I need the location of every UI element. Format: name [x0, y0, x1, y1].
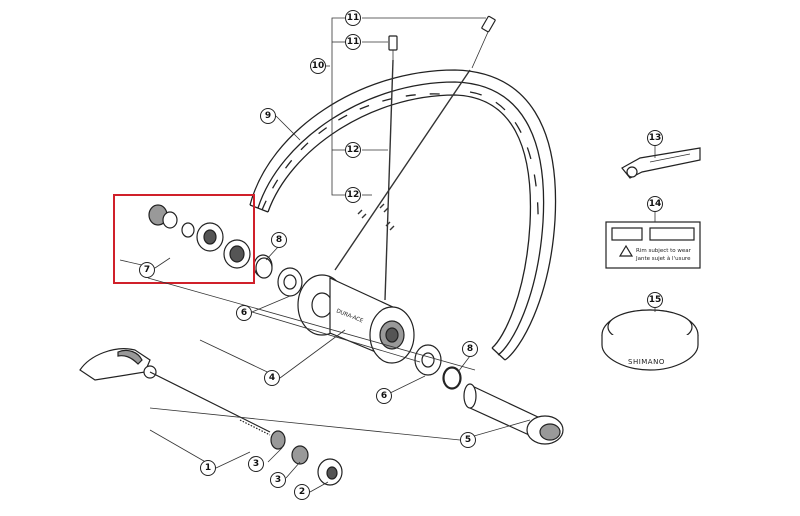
- o-ring-left: [255, 257, 273, 279]
- callout-12a: 12: [345, 142, 361, 158]
- callout-7: 7: [139, 262, 155, 278]
- svg-text:9: 9: [265, 111, 271, 121]
- spoke-nipples: [388, 15, 496, 69]
- rim: [249, 69, 557, 361]
- callout-6a: 6: [236, 305, 252, 321]
- svg-text:5: 5: [465, 435, 471, 445]
- hub-body: DURA-ACE: [297, 274, 415, 364]
- svg-text:13: 13: [649, 133, 662, 143]
- freehub-body: [463, 383, 564, 445]
- svg-text:6: 6: [381, 391, 387, 401]
- svg-text:6: 6: [241, 308, 247, 318]
- rim-tape-brand: SHIMANO: [628, 358, 665, 366]
- rim-tape: SHIMANO: [601, 309, 699, 371]
- svg-text:11: 11: [347, 37, 360, 47]
- callout-6b: 6: [376, 388, 392, 404]
- callout-8b: 8: [462, 341, 478, 357]
- callout-2: 2: [294, 484, 310, 500]
- quick-release: [79, 348, 343, 486]
- svg-text:7: 7: [144, 265, 150, 275]
- callout-11a: 11: [345, 10, 361, 26]
- svg-text:8: 8: [276, 235, 282, 245]
- svg-text:2: 2: [299, 487, 305, 497]
- svg-text:12: 12: [347, 145, 360, 155]
- callout-13: 13: [647, 130, 663, 146]
- label-sticker: Rim subject to wear Jante sujet à l'usur…: [605, 221, 701, 269]
- svg-text:14: 14: [649, 199, 662, 209]
- spoke-wrench: [621, 147, 701, 179]
- svg-text:10: 10: [312, 61, 325, 71]
- label-line1: Rim subject to wear: [636, 248, 692, 254]
- callout-9: 9: [260, 108, 276, 124]
- label-line2: Jante sujet à l'usure: [635, 255, 691, 262]
- highlight-box: [113, 194, 255, 284]
- callout-15: 15: [647, 292, 663, 308]
- svg-text:15: 15: [649, 295, 662, 305]
- callout-8a: 8: [271, 232, 287, 248]
- svg-text:8: 8: [467, 344, 473, 354]
- callout-14: 14: [647, 196, 663, 212]
- callout-4: 4: [264, 370, 280, 386]
- callout-1: 1: [200, 460, 216, 476]
- o-ring-right: [443, 367, 461, 389]
- svg-text:4: 4: [269, 373, 275, 383]
- spokes: [334, 59, 471, 301]
- svg-text:1: 1: [205, 463, 211, 473]
- callout-5: 5: [460, 432, 476, 448]
- leader-lines: [119, 17, 656, 493]
- svg-text:3: 3: [253, 459, 259, 469]
- callout-3b: 3: [270, 472, 286, 488]
- callout-11b: 11: [345, 34, 361, 50]
- svg-text:12: 12: [347, 190, 360, 200]
- callout-3a: 3: [248, 456, 264, 472]
- callout-12b: 12: [345, 187, 361, 203]
- callout-10: 10: [310, 58, 326, 74]
- highlighted-parts: [148, 204, 251, 269]
- svg-text:11: 11: [347, 13, 360, 23]
- svg-text:3: 3: [275, 475, 281, 485]
